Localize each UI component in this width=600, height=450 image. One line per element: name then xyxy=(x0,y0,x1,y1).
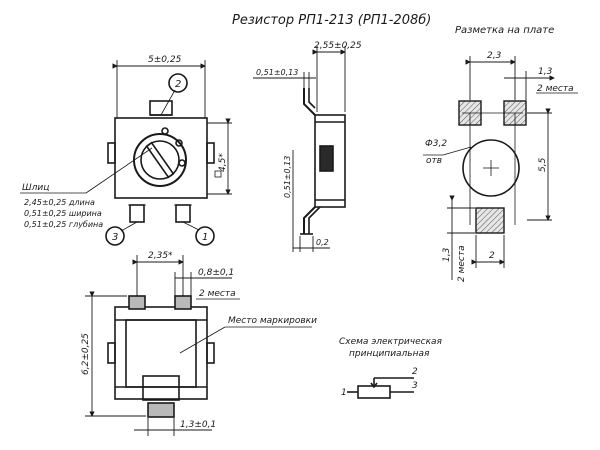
callout-pin-2: 2 xyxy=(175,79,181,90)
top-view: 5±0,25 4,5* 2 3 1 Шлиц 2,45±0,25 длина 0… xyxy=(20,55,232,246)
pcb-layout: 2,3 1,3 2 места 5,5 Ф3,2 отв 1,3 2 места… xyxy=(423,51,578,282)
dim-width-5: 5±0,25 xyxy=(148,55,182,65)
schematic: Схема электрическая принципиальная 1 2 3 xyxy=(339,337,443,399)
dim-width-255: 2,55±0,25 xyxy=(314,41,362,51)
schema-title-2: принципиальная xyxy=(349,349,430,359)
slot-label-depth: 0,51±0,25 глубина xyxy=(24,220,103,229)
dim-lead-thickness-vertical: 0,51±0,13 xyxy=(283,156,292,198)
pcb-marking-label: Разметка на плате xyxy=(455,25,554,36)
side-view: 2,55±0,25 0,51±0,13 0,51±0,13 0,2 xyxy=(253,41,362,252)
dim-bottom-13: 1,3±0,1 xyxy=(180,420,216,430)
dim-pcb-55: 5,5 xyxy=(538,157,548,172)
dim-bottom-62: 6,2±0,25 xyxy=(81,333,91,375)
places-2-top: 2 места xyxy=(537,84,574,94)
callout-pin-1: 1 xyxy=(202,232,208,243)
schema-pin-1: 1 xyxy=(341,388,347,398)
slot-label-length: 2,45±0,25 длина xyxy=(24,198,95,207)
dim-pcb-23: 2,3 xyxy=(487,51,502,61)
schema-pin-2: 2 xyxy=(412,367,418,377)
callout-pin-3: 3 xyxy=(112,232,118,243)
dim-height-45: 4,5* xyxy=(218,153,228,172)
hole-diameter: Ф3,2 xyxy=(425,139,447,149)
dim-bottom-08: 0,8±0,1 xyxy=(198,268,234,278)
bottom-view: 2,35* 0,8±0,1 2 места 6,2±0,25 1,3±0,1 М… xyxy=(81,251,317,436)
schema-title-1: Схема электрическая xyxy=(339,337,443,347)
drawing-title: Резистор РП1-213 (РП1-208б) xyxy=(232,13,431,28)
dim-bottom-235: 2,35* xyxy=(148,251,173,261)
dim-pcb-2: 2 xyxy=(489,251,495,261)
slot-label-width: 0,51±0,25 ширина xyxy=(24,209,102,218)
marking-place-label: Место маркировки xyxy=(228,316,317,326)
dim-lead-thickness: 0,51±0,13 xyxy=(256,68,298,77)
hole-label: отв xyxy=(426,156,442,166)
places-2-bottom: 2 места xyxy=(457,245,467,282)
schema-pin-3: 3 xyxy=(412,381,418,391)
dim-pcb-13: 1,3 xyxy=(538,67,553,77)
dim-02: 0,2 xyxy=(316,238,329,247)
dim-pcb-13-vertical: 1,3 xyxy=(442,247,452,262)
places-2-bottom-view: 2 места xyxy=(199,289,236,299)
slot-label-title: Шлиц xyxy=(22,183,49,193)
